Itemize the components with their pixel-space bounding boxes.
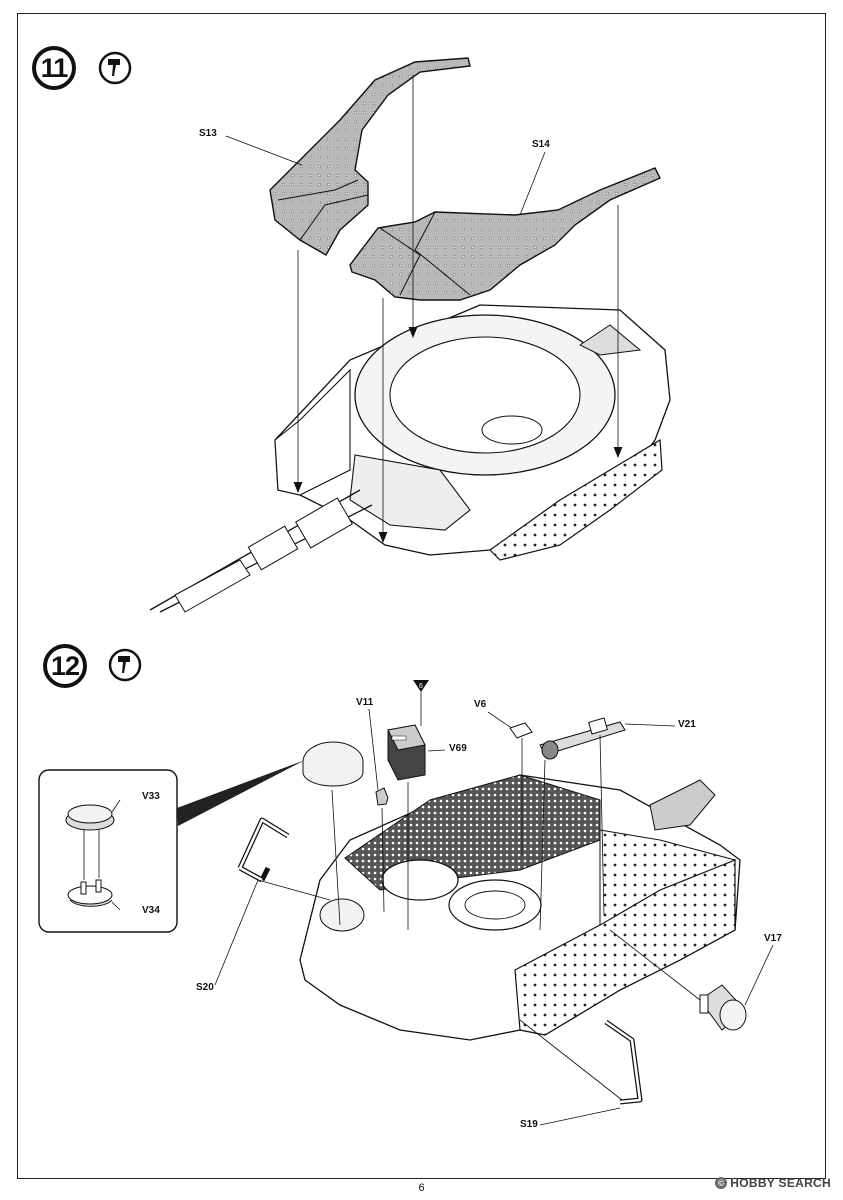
- step-12-number: 12: [50, 650, 80, 681]
- part-s13-plate: [269, 57, 471, 256]
- label-v33: V33: [142, 791, 160, 802]
- turret-step-11: [149, 304, 671, 613]
- part-v33-cover: [302, 741, 364, 787]
- label-v17: V17: [764, 933, 782, 944]
- part-s14-plate: [349, 167, 661, 301]
- label-v34: V34: [142, 905, 160, 916]
- step-11-number: 11: [40, 52, 69, 83]
- glue-icon: [98, 51, 132, 85]
- label-s19: S19: [520, 1119, 538, 1130]
- part-v21-sight: [539, 717, 626, 760]
- step-12-guide-lines: [111, 692, 774, 1126]
- glue-icon: [108, 648, 142, 682]
- watermark-text: HOBBY SEARCH: [730, 1176, 831, 1190]
- label-s20: S20: [196, 982, 214, 993]
- paint-marker-number: 6: [419, 683, 423, 690]
- part-v17-canister: [699, 984, 747, 1031]
- label-v21: V21: [678, 719, 696, 730]
- label-v6: V6: [474, 699, 487, 710]
- step-11-badge: 11: [32, 46, 76, 90]
- part-v6: [509, 722, 533, 739]
- label-s13: S13: [199, 128, 217, 139]
- label-v11: V11: [356, 697, 374, 708]
- part-v69-box: [387, 724, 426, 781]
- part-v11: [375, 787, 389, 806]
- watermark: ©HOBBY SEARCH: [715, 1176, 831, 1190]
- step-11-guide-lines: [225, 75, 623, 544]
- label-s14: S14: [532, 139, 550, 150]
- inset-callout-wedge: [177, 760, 305, 826]
- page-border: [17, 13, 826, 1179]
- paint-marker-icon: [413, 680, 429, 692]
- step-12-badge: 12: [43, 644, 87, 688]
- turret-step-12: [299, 774, 741, 1041]
- label-v69: V69: [449, 743, 467, 754]
- page-number: 6: [418, 1182, 425, 1194]
- detail-inset-v33-v34: [38, 769, 178, 933]
